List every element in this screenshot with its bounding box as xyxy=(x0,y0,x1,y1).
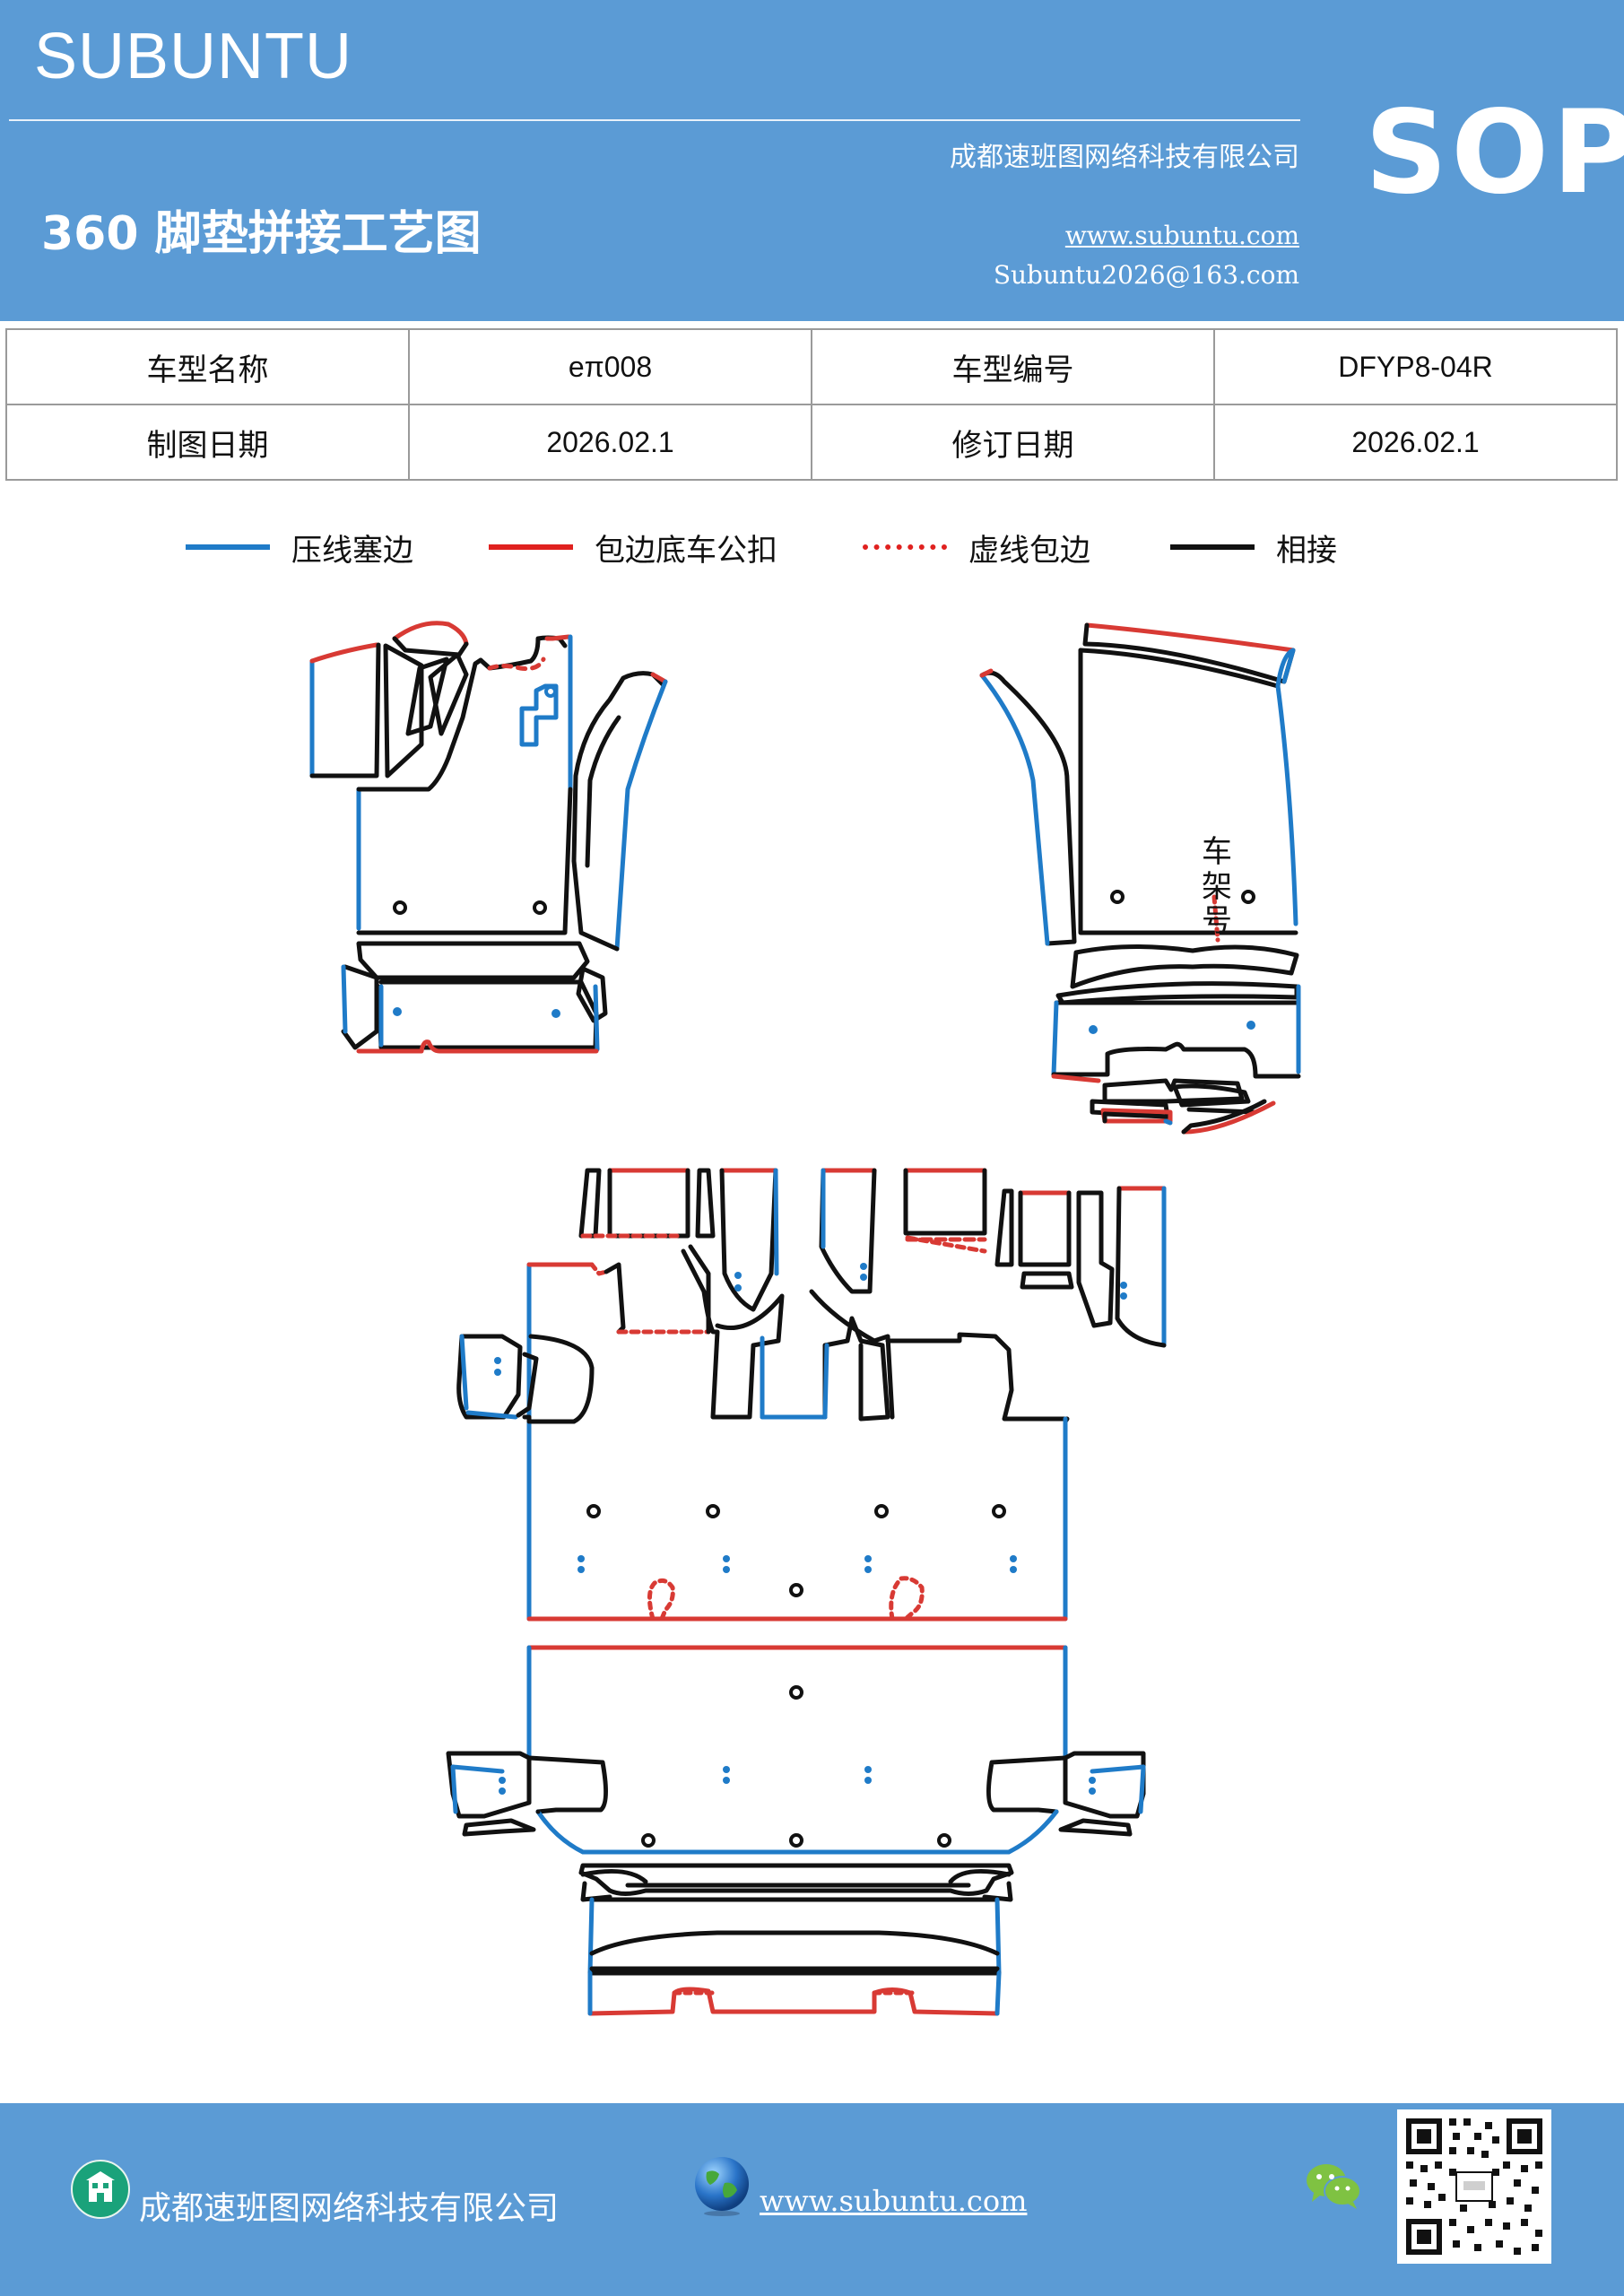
company-name: 成都速班图网络科技有限公司 xyxy=(950,142,1299,173)
revision-date-label: 修订日期 xyxy=(811,404,1215,481)
legend-item: 包边底车公扣 xyxy=(489,520,777,574)
footer-company: 成都速班图网络科技有限公司 xyxy=(139,2190,560,2227)
website-link[interactable]: www.subuntu.com xyxy=(1064,221,1299,250)
legend-label: 虚线包边 xyxy=(968,532,1090,569)
rear-mat-lower xyxy=(446,1645,1146,2016)
header-banner: SUBUNTU 成都速班图网络科技有限公司 360 脚垫拼接工艺图 www.su… xyxy=(0,0,1624,321)
legend-item: 压线塞边 xyxy=(186,520,413,574)
frame-number-label: 架 xyxy=(1202,869,1232,905)
model-name-value: eπ008 xyxy=(408,328,812,405)
drawing-date-label: 制图日期 xyxy=(5,404,410,481)
drawing-date-value: 2026.02.1 xyxy=(408,404,812,481)
qr-code xyxy=(1397,2109,1551,2264)
legend-item: 相接 xyxy=(1170,520,1337,574)
legend-label: 相接 xyxy=(1276,532,1337,569)
legend-swatch-black xyxy=(1170,544,1255,550)
line-legend: 压线塞边 包边底车公扣 虚线包边 相接 xyxy=(0,520,1624,574)
frame-number-label: 车 xyxy=(1202,834,1232,870)
footer-website[interactable]: www.subuntu.com xyxy=(760,2184,1028,2218)
floor-mat-diagram: 车 架 号 xyxy=(309,621,1301,2016)
model-code-value: DFYP8-04R xyxy=(1213,328,1618,405)
front-left-mat xyxy=(309,621,668,1054)
legend-swatch-blue xyxy=(186,544,270,550)
brand-name: SUBUNTU xyxy=(34,21,353,92)
sop-badge: SOP xyxy=(1365,86,1624,220)
model-code-label: 车型编号 xyxy=(811,328,1215,405)
footer-banner: 成都速班图网络科技有限公司 www.subuntu.com xyxy=(0,2103,1624,2296)
email-address: Subuntu2026@163.com xyxy=(993,260,1299,290)
front-right-mat: 车 架 号 xyxy=(979,622,1301,1135)
revision-date-value: 2026.02.1 xyxy=(1213,404,1618,481)
legend-label: 压线塞边 xyxy=(291,532,413,569)
legend-item: 虚线包边 xyxy=(863,520,1090,574)
rear-mat-upper xyxy=(456,1168,1167,1622)
wechat-icon[interactable] xyxy=(1303,2159,1364,2213)
page-title: 360 脚垫拼接工艺图 xyxy=(41,207,482,261)
table-row: 制图日期 2026.02.1 修订日期 2026.02.1 xyxy=(5,404,1618,481)
table-row: 车型名称 eπ008 车型编号 DFYP8-04R xyxy=(5,328,1618,405)
frame-number-label: 号 xyxy=(1202,903,1232,939)
globe-icon xyxy=(695,2157,749,2216)
vehicle-info-table: 车型名称 eπ008 车型编号 DFYP8-04R 制图日期 2026.02.1… xyxy=(5,328,1618,481)
legend-label: 包边底车公扣 xyxy=(595,532,777,569)
legend-swatch-red xyxy=(489,544,573,550)
model-name-label: 车型名称 xyxy=(5,328,410,405)
legend-swatch-red-dotted xyxy=(863,544,947,550)
building-icon xyxy=(71,2160,130,2219)
header-divider xyxy=(9,119,1300,121)
